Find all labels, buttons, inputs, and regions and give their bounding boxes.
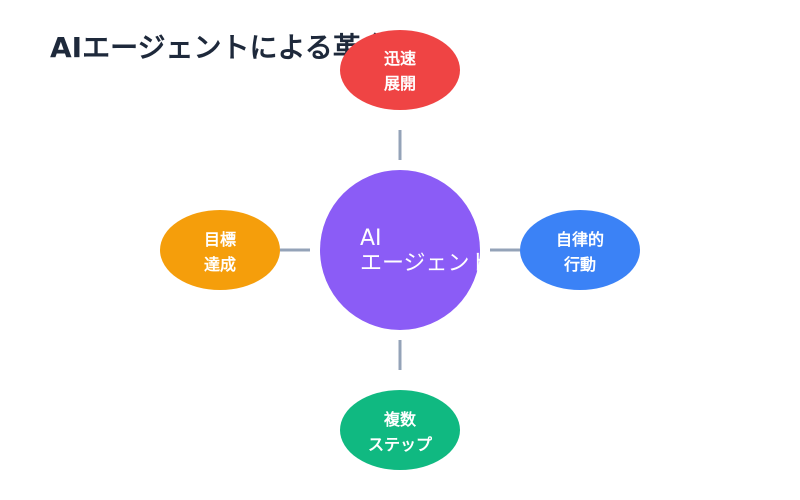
- node-right-label-line2: 行動: [563, 255, 596, 274]
- node-rapid-deployment: 迅速 展開: [340, 30, 460, 110]
- node-right-ellipse: [520, 210, 640, 290]
- node-bottom-label-line2: ステップ: [368, 435, 433, 454]
- center-circle: [320, 170, 480, 330]
- node-multi-step: 複数 ステップ: [340, 390, 460, 470]
- node-left-label-line1: 目標: [204, 230, 236, 249]
- node-bottom-label-line1: 複数: [383, 410, 417, 429]
- node-top-label-line1: 迅速: [384, 49, 416, 68]
- node-left-ellipse: [160, 210, 280, 290]
- center-label-line2: エージェント: [360, 251, 492, 276]
- node-autonomous-action: 自律的 行動: [520, 210, 640, 290]
- center-label-line1: AI: [360, 226, 382, 251]
- node-goal-achievement: 目標 達成: [160, 210, 280, 290]
- center-node: AI エージェント: [320, 170, 492, 330]
- node-left-label-line2: 達成: [204, 255, 236, 274]
- page-title: AIエージェントによる革命: [50, 31, 389, 64]
- node-bottom-ellipse: [340, 390, 460, 470]
- node-right-label-line1: 自律的: [556, 230, 604, 249]
- node-top-ellipse: [340, 30, 460, 110]
- node-top-label-line2: 展開: [384, 74, 416, 93]
